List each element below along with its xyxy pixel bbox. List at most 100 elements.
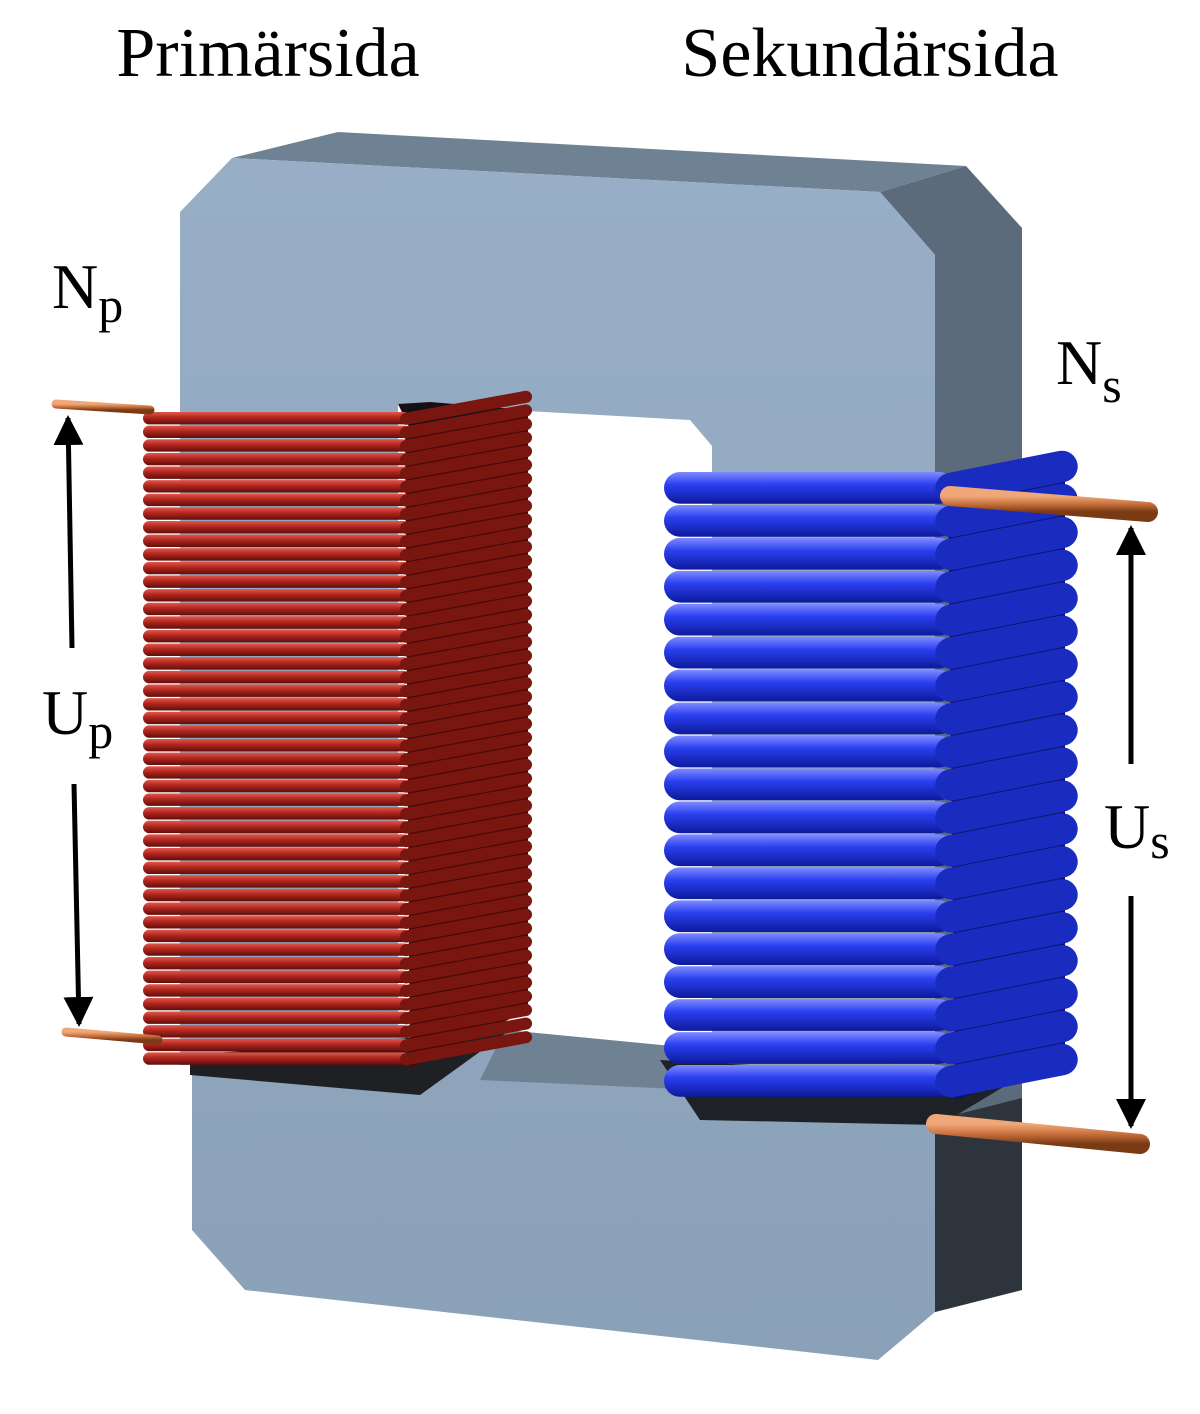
coil-turn-wrap <box>399 622 533 657</box>
coil-turn <box>143 943 410 956</box>
coil-turn <box>143 861 410 875</box>
coil-turn <box>664 537 955 570</box>
coil-turn <box>143 616 410 629</box>
up-arrow-lower <box>63 783 94 1027</box>
coil-turn <box>664 933 955 966</box>
coil-turn-wrap <box>399 840 533 875</box>
coil-turn <box>143 834 410 847</box>
secondary-windings <box>664 450 1078 1098</box>
coil-turn-wrap <box>399 731 533 766</box>
coil-turn-wrap <box>399 854 533 889</box>
coil-turn-wrap <box>399 431 533 466</box>
np-sub: p <box>98 278 123 333</box>
coil-turn <box>143 793 410 806</box>
coil-turn-wrap <box>399 636 533 671</box>
coil-turn-wrap <box>399 935 533 970</box>
primary-lead-top <box>51 399 155 415</box>
np-label: Np <box>52 251 123 333</box>
coil-turn-wrap <box>399 758 533 793</box>
coil-turn-wrap <box>399 908 533 943</box>
coil-turn <box>143 507 410 520</box>
coil-turn-wrap <box>399 472 533 507</box>
coil-turn-wrap <box>935 681 1078 735</box>
coil-turn <box>143 493 410 507</box>
coil-turn-wrap <box>935 1010 1078 1065</box>
coil-turn <box>143 929 410 943</box>
coil-turn-wrap <box>935 846 1078 900</box>
ns-label: Ns <box>1056 327 1122 413</box>
secondary-lead-bottom <box>926 1114 1150 1154</box>
coil-turn <box>143 970 410 984</box>
coil-turn <box>143 766 410 779</box>
coil-turn-wrap <box>935 1043 1078 1098</box>
coil-turn-wrap <box>399 785 533 820</box>
coil-turn-wrap <box>399 513 533 548</box>
primary-lead-bottom <box>61 1027 163 1045</box>
coil-turn <box>664 999 955 1031</box>
primary-side-label: Primärsida <box>116 15 419 92</box>
coil-turn <box>664 834 955 867</box>
coil-turn <box>143 548 410 561</box>
coil-turn-wrap <box>399 963 533 998</box>
up-label: Up <box>42 677 113 759</box>
coil-turn-wrap <box>399 608 533 643</box>
coil-turn <box>143 466 410 479</box>
coil-turn-wrap <box>935 879 1078 933</box>
coil-turn <box>143 997 410 1011</box>
coil-turn-wrap <box>935 714 1078 768</box>
coil-turn-wrap <box>935 615 1078 669</box>
coil-turn <box>143 875 410 888</box>
coil-turn <box>143 643 410 657</box>
coil-turn <box>143 1011 410 1024</box>
coil-turn-wrap <box>935 912 1078 966</box>
us-label: Us <box>1104 791 1170 869</box>
coil-turn-wrap <box>399 390 533 425</box>
coil-turn <box>664 669 955 702</box>
coil-turn <box>143 684 410 697</box>
coil-turn-wrap <box>935 582 1078 636</box>
coil-turn-wrap <box>399 867 533 902</box>
us-label-bg <box>1098 768 1190 888</box>
coil-turn-wrap <box>935 747 1078 801</box>
coil-turn-wrap <box>399 894 533 929</box>
coil-turn-wrap <box>935 648 1078 702</box>
coil-turn <box>143 602 410 616</box>
us-sub: s <box>1150 814 1169 869</box>
coil-turn <box>143 711 410 725</box>
coil-turn-wrap <box>399 826 533 861</box>
secondary-side-label: Sekundärsida <box>681 15 1058 92</box>
coil-turn <box>143 1052 410 1065</box>
coil-turn-wrap <box>399 813 533 848</box>
coil-turn <box>664 900 955 933</box>
coil-turn-wrap <box>399 799 533 834</box>
core-right-side-shadow <box>935 1098 1022 1312</box>
coil-turn <box>143 534 410 548</box>
coil-turn <box>664 603 955 636</box>
coil-turn-wrap <box>399 595 533 630</box>
up-sub: p <box>88 704 113 759</box>
coil-turn <box>664 1032 955 1064</box>
coil-turn <box>664 966 955 998</box>
coil-turn <box>143 561 410 575</box>
coil-turn-wrap <box>399 418 533 453</box>
coil-turn <box>143 425 410 439</box>
coil-turn <box>664 867 955 900</box>
coil-turn-wrap <box>399 499 533 534</box>
us-main: U <box>1104 791 1150 862</box>
coil-turn <box>664 768 955 801</box>
coil-turn-wrap <box>399 649 533 684</box>
coil-turn <box>143 480 410 493</box>
primary-windings <box>143 390 533 1066</box>
voltage-arrows <box>53 415 1146 1129</box>
coil-turn <box>143 848 410 861</box>
coil-turn-wrap <box>399 554 533 589</box>
coil-turn <box>143 412 410 425</box>
coil-turn <box>143 984 410 997</box>
coil-turn <box>143 657 410 670</box>
coil-turn-wrap <box>935 813 1078 867</box>
coil-turn <box>143 630 410 643</box>
coil-turn-wrap <box>935 450 1078 505</box>
coil-turn <box>143 725 410 738</box>
up-arrow-upper <box>53 415 84 649</box>
